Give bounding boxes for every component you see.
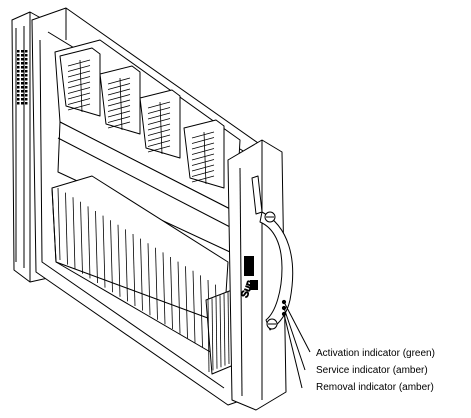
callout-activation-indicator: Activation indicator (green) [316,348,435,359]
front-panel [227,139,287,411]
left-vent-grid [17,50,28,105]
screw-bottom [266,318,278,330]
processor-module-3 [139,89,181,159]
callout-removal-indicator: Removal indicator (amber) [316,382,434,393]
processor-module-4 [183,119,225,189]
callout-service-indicator: Service indicator (amber) [316,365,428,376]
processor-module-1 [59,47,101,117]
screw-top [264,211,276,223]
callout-leaders [283,301,311,389]
processor-module-2 [99,65,141,135]
